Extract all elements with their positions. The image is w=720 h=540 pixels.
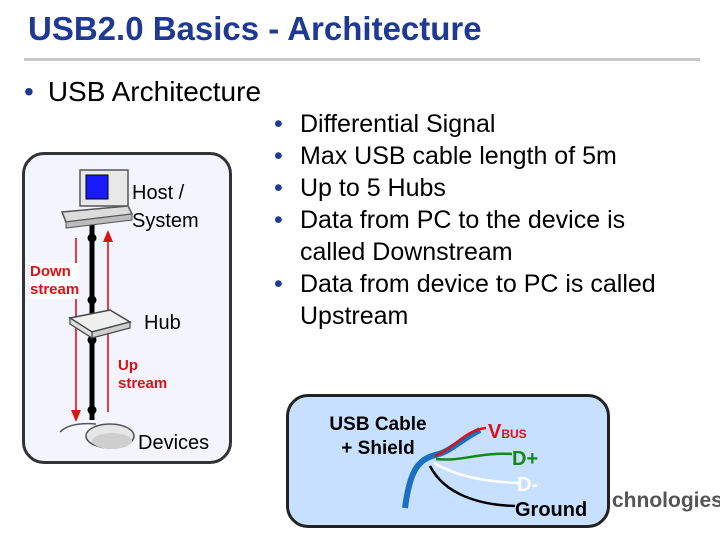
downstream-label: Down stream (30, 263, 80, 299)
title-divider (24, 58, 700, 61)
usb-cable-label: USB Cable + Shield (318, 413, 438, 461)
hub-label: Hub (144, 312, 181, 334)
devices-label: Devices (138, 432, 210, 454)
bullet-text: Data from device to PC is called (300, 270, 656, 298)
usb-cable-wires (402, 426, 521, 509)
bullet-marker: • (274, 110, 283, 138)
bullet-marker: • (24, 76, 34, 107)
dplus-wire (435, 452, 513, 461)
node-dot (87, 233, 97, 243)
computer-icon (60, 169, 134, 229)
downstream-label-line2: stream (30, 281, 80, 298)
node-dot (87, 405, 97, 415)
ground-label: Ground (515, 499, 588, 521)
usb-cable-panel (286, 394, 610, 528)
bullet-text: Up to 5 Hubs (300, 174, 446, 202)
cable-label-line1: USB Cable (329, 414, 427, 435)
bullet-text: Data from PC to the device is (300, 206, 626, 234)
bullet-marker: • (274, 142, 283, 170)
main-bullet: • USB Architecture (24, 76, 261, 108)
upstream-label: Up stream (118, 357, 168, 393)
main-bullet-text: USB Architecture (47, 76, 262, 107)
downstream-label-line1: Down (30, 263, 71, 280)
dminus-wire (433, 461, 521, 485)
bullet-marker: • (274, 174, 283, 202)
upstream-label-line1: Up (118, 357, 138, 374)
bullet-item: • Data from PC to the device is called Dow… (274, 204, 700, 268)
upstream-label-line2: stream (118, 375, 168, 392)
dminus-label: D- (517, 474, 539, 496)
node-dot (87, 295, 97, 305)
bullet-text-cont: Upstream (300, 302, 409, 330)
dplus-label: D+ (512, 448, 539, 470)
bullet-text: Max USB cable length of 5m (300, 142, 617, 170)
footer-company-text: chnologies (612, 489, 720, 512)
downstream-arrow-head (71, 410, 81, 422)
vbus-sub: BUS (501, 427, 527, 441)
ground-wire (428, 465, 516, 508)
cable-label-line2: + Shield (341, 438, 415, 459)
vbus-v: V (488, 421, 502, 443)
bullet-list: • Differential Signal • Max USB cable leng… (274, 108, 700, 332)
bullet-item: • Differential Signal (274, 108, 700, 140)
vbus-label: VBUS (488, 421, 527, 444)
bullet-marker: • (274, 270, 283, 298)
host-label-line1: Host / (132, 182, 185, 204)
vbus-wire (434, 426, 487, 458)
bullet-item: • Max USB cable length of 5m (274, 140, 700, 172)
bullet-text-cont: called Downstream (300, 238, 513, 266)
hub-icon (68, 309, 132, 340)
bullet-item: • Up to 5 Hubs (274, 172, 700, 204)
bullet-text: Differential Signal (300, 110, 496, 138)
host-label-line2: System (132, 210, 199, 232)
mouse-icon (59, 422, 135, 449)
slide-title: USB2.0 Basics - Architecture (28, 10, 482, 47)
upstream-arrow-head (103, 230, 113, 242)
bullet-marker: • (274, 206, 283, 234)
